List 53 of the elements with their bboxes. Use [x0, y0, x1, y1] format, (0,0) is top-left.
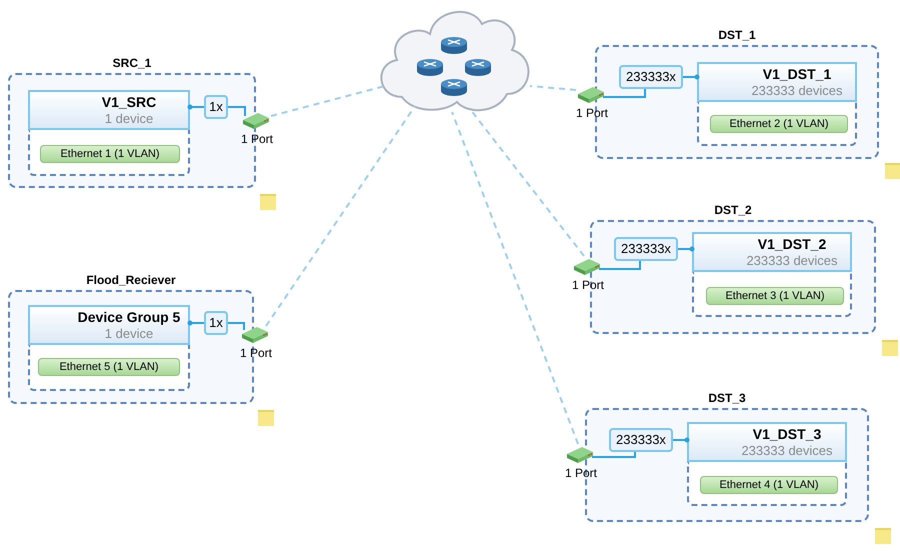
multiplier-box: 233333x: [619, 65, 683, 89]
port-count-label: 1 Port: [572, 278, 604, 292]
port-count-label: 1 Port: [565, 466, 598, 480]
group-title: DST_3: [707, 390, 747, 406]
device-group-card: [697, 62, 857, 146]
dashed-link-line: [451, 112, 579, 444]
connector-line: [592, 452, 636, 458]
connector-line: [678, 246, 694, 252]
device-count: 1 device: [104, 326, 154, 342]
multiplier-box: 233333x: [614, 237, 678, 261]
device-group-card: [28, 305, 190, 391]
group-title: SRC_1: [112, 55, 152, 71]
group-name: V1_DST_2: [758, 236, 826, 252]
ethernet-stack-bar: Ethernet 5 (1 VLAN): [38, 358, 180, 376]
group-name: V1_DST_3: [752, 426, 822, 442]
connector-line: [603, 89, 646, 98]
device-count: 233333 devices: [746, 252, 838, 268]
port-count-label: 1 Port: [240, 346, 272, 360]
connector-line: [188, 320, 204, 326]
device-group-card: [687, 422, 847, 506]
ethernet-stack-bar: Ethernet 4 (1 VLAN): [700, 476, 838, 494]
connector-line: [599, 261, 641, 270]
port-icon: [576, 84, 606, 104]
connector-line: [228, 322, 245, 330]
multiplier-box: 1x: [204, 311, 228, 335]
group-title: DST_2: [713, 202, 753, 218]
multiplier-box: 1x: [204, 95, 228, 119]
group-title: DST_1: [717, 27, 757, 43]
group-title: Flood_Reciever: [85, 272, 177, 288]
group-name: V1_SRC: [102, 94, 156, 110]
ethernet-stack-bar: Ethernet 2 (1 VLAN): [710, 115, 848, 133]
dashed-link-line: [270, 85, 386, 117]
connector-line: [683, 74, 700, 80]
group-name: V1_DST_1: [762, 66, 832, 82]
port-icon: [240, 324, 270, 344]
connector-line: [228, 106, 246, 116]
device-count: 1 device: [104, 110, 154, 126]
port-icon: [565, 444, 595, 464]
device-count: 233333 devices: [751, 82, 843, 98]
port-count-label: 1 Port: [576, 106, 608, 120]
connector-line: [673, 438, 690, 442]
dashed-link-line: [530, 85, 576, 91]
port-icon: [572, 256, 602, 276]
device-group-card: [28, 90, 190, 176]
port-icon: [241, 110, 271, 130]
device-count: 233333 devices: [741, 442, 833, 458]
connector-line: [188, 104, 204, 110]
ethernet-stack-bar: Ethernet 1 (1 VLAN): [40, 145, 180, 163]
ethernet-stack-bar: Ethernet 3 (1 VLAN): [706, 287, 844, 305]
device-group-card: [692, 232, 852, 317]
multiplier-box: 233333x: [609, 428, 673, 452]
group-name: Device Group 5: [78, 308, 180, 326]
dashed-link-line: [265, 105, 416, 327]
